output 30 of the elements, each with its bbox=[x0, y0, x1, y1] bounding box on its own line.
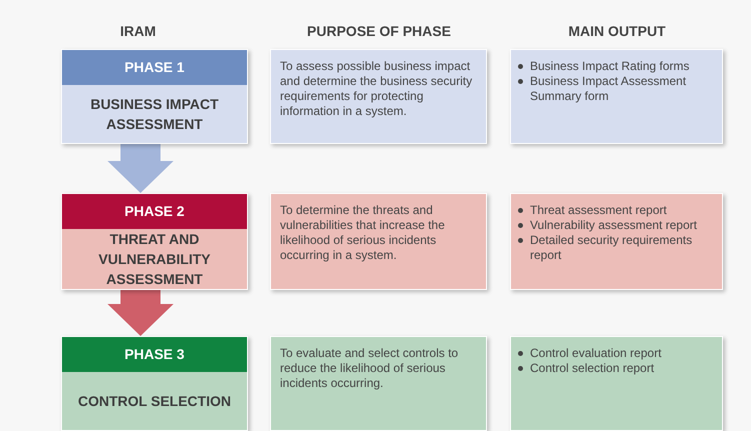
column-header: MAIN OUTPUT bbox=[567, 22, 667, 41]
purpose-box bbox=[270, 336, 487, 431]
output-item: Detailed security requirements report bbox=[530, 233, 694, 263]
output-item: Control evaluation report bbox=[530, 346, 662, 361]
phase-header: PHASE 1 bbox=[62, 50, 247, 85]
output-box bbox=[510, 49, 723, 144]
output-item: Business Impact Assessment Summary form bbox=[530, 74, 688, 104]
purpose-text: To assess possible business impact and determine the business security requirements for protecting information in a system. bbox=[280, 59, 474, 119]
phase-box bbox=[61, 49, 248, 144]
phase-title: THREAT AND VULNERABILITY ASSESSMENT bbox=[98, 230, 212, 289]
purpose-text: To evaluate and select controls to reduce the likelihood of serious incidents occurring. bbox=[280, 346, 460, 391]
purpose-text: To determine the threats and vulnerabilities that increase the likelihood of serious incidents occurring in a system. bbox=[280, 203, 446, 263]
phase-title: BUSINESS IMPACT ASSESSMENT bbox=[89, 95, 220, 134]
phase-box bbox=[61, 193, 248, 290]
column-header: PURPOSE OF PHASE bbox=[306, 22, 452, 41]
phase-header: PHASE 2 bbox=[62, 194, 247, 229]
block-arrow bbox=[108, 290, 174, 336]
output-box bbox=[510, 193, 723, 290]
purpose-box bbox=[270, 49, 487, 144]
phase-header: PHASE 3 bbox=[62, 337, 247, 372]
column-header: IRAM bbox=[119, 22, 157, 41]
output-item: Threat assessment report bbox=[530, 203, 667, 218]
output-item: Business Impact Rating forms bbox=[530, 59, 690, 74]
output-item: Control selection report bbox=[530, 361, 654, 376]
output-item: Vulnerability assessment report bbox=[530, 218, 697, 233]
phase-title: CONTROL SELECTION bbox=[78, 392, 231, 411]
output-box bbox=[510, 336, 723, 431]
block-arrow bbox=[108, 144, 174, 193]
purpose-box bbox=[270, 193, 487, 290]
phase-box bbox=[61, 336, 248, 431]
